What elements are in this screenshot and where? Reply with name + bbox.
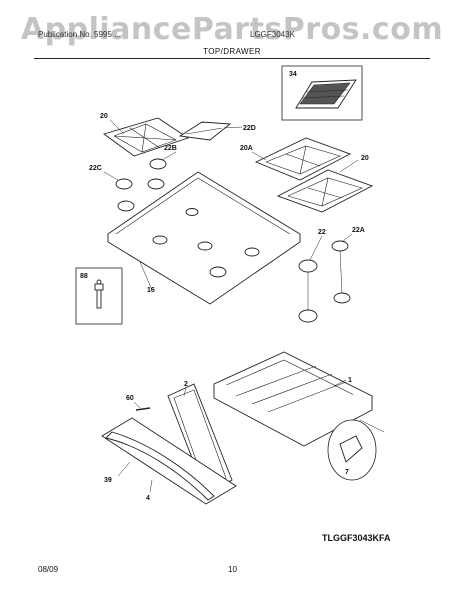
callout-1: 1 — [348, 377, 352, 384]
bracket-inset — [327, 419, 385, 481]
callout-88: 88 — [80, 273, 88, 280]
callout-4: 4 — [146, 495, 150, 502]
callout-22d: 22D — [243, 125, 256, 132]
model-code: TLGGF3043KFA — [322, 533, 391, 543]
callout-16: 16 — [147, 287, 155, 294]
footer-page-number: 10 — [228, 565, 237, 574]
center-burner-cover — [178, 121, 232, 141]
drawer-front-panel — [101, 417, 237, 505]
footer-date: 08/09 — [38, 565, 59, 574]
callout-20-left: 20 — [100, 113, 108, 120]
callout-22: 22 — [318, 229, 326, 236]
callout-34: 34 — [289, 71, 297, 78]
callout-20a: 20A — [240, 145, 253, 152]
griddle-inset — [281, 65, 363, 121]
burner-caps — [115, 158, 351, 323]
header-rule — [34, 58, 430, 59]
header-model: LGGF3043K — [250, 30, 295, 39]
callout-39: 39 — [104, 477, 112, 484]
callout-2: 2 — [184, 381, 188, 388]
section-title: TOP/DRAWER — [203, 47, 261, 56]
right-rear-grate — [254, 137, 352, 181]
callout-7: 7 — [345, 469, 349, 476]
cooktop-main-top — [107, 171, 301, 305]
screw-60 — [135, 407, 151, 411]
electrode-inset — [75, 267, 123, 325]
left-burner-grate — [103, 117, 190, 157]
right-front-grate — [276, 169, 374, 213]
callout-22c: 22C — [89, 165, 102, 172]
callout-60: 60 — [126, 395, 134, 402]
publication-number: Publication No. 5995 ... — [38, 30, 121, 39]
callout-22b: 22B — [164, 145, 177, 152]
drawer-body — [212, 351, 374, 447]
leader-lines — [103, 119, 359, 493]
watermark: AppliancePartsPros.com — [20, 12, 444, 47]
callout-20-right: 20 — [361, 155, 369, 162]
callout-22a: 22A — [352, 227, 365, 234]
